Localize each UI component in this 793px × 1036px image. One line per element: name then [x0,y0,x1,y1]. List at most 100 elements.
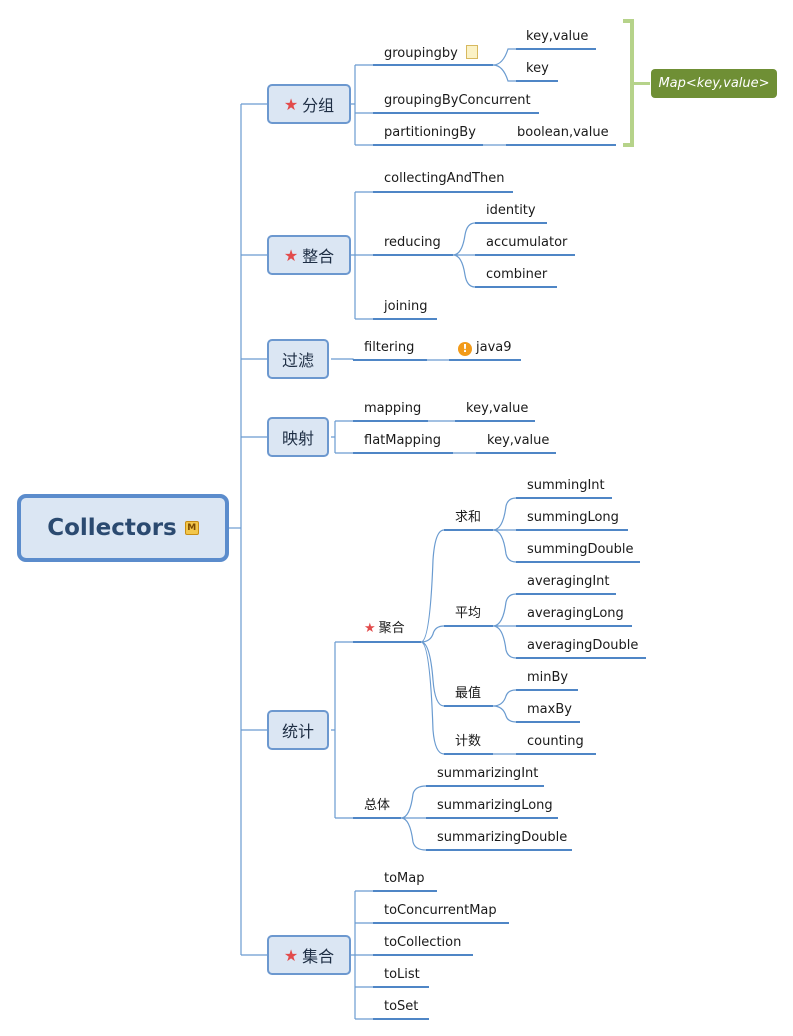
node-key[interactable]: key [526,61,549,76]
node-summarizingDouble[interactable]: summarizingDouble [437,830,568,845]
topic-label: 整合 [302,247,335,266]
root-topic[interactable]: Collectors M [17,494,229,562]
node-label: 聚合 [378,621,405,636]
node-key-value[interactable]: key,value [526,29,589,44]
node-summingDouble[interactable]: summingDouble [527,542,634,557]
topic-map[interactable]: 映射 [267,417,329,457]
node-filtering[interactable]: filtering [364,340,415,355]
underline [373,954,473,956]
topic-stats[interactable]: 统计 [267,710,329,750]
topic-label: 分组 [302,96,335,115]
underline [426,785,544,787]
node-count[interactable]: 计数 [455,734,482,749]
node-summarizingInt[interactable]: summarizingInt [437,766,539,781]
underline [516,721,580,723]
node-sum[interactable]: 求和 [455,510,482,525]
underline [373,112,539,114]
underline [373,922,509,924]
node-identity[interactable]: identity [486,203,536,218]
marker-m-icon: M [184,521,199,535]
topic-label: 映射 [281,429,314,448]
node-toList[interactable]: toList [384,967,420,982]
topic-collection[interactable]: ★ 集合 [267,935,351,975]
star-icon: ★ [364,621,376,636]
underline [516,48,596,50]
summary-map[interactable]: Map<key,value> [651,69,777,98]
underline [516,529,628,531]
node-avg[interactable]: 平均 [455,606,482,621]
star-icon: ★ [283,245,299,265]
underline [516,593,616,595]
underline [475,286,557,288]
underline [506,144,616,146]
underline [444,753,493,755]
underline [516,657,646,659]
underline [444,625,493,627]
node-maxBy[interactable]: maxBy [527,702,572,717]
underline [353,420,428,422]
underline [353,641,421,643]
underline [516,625,632,627]
star-icon: ★ [283,94,299,114]
node-averagingDouble[interactable]: averagingDouble [527,638,639,653]
node-toSet[interactable]: toSet [384,999,419,1014]
topic-label: 统计 [281,722,314,741]
underline [373,1018,429,1020]
underline [353,359,427,361]
node-collectingAndThen[interactable]: collectingAndThen [384,171,505,186]
topic-grouping[interactable]: ★ 分组 [267,84,351,124]
topic-filter[interactable]: 过滤 [267,339,329,379]
node-minBy[interactable]: minBy [527,670,569,685]
node-groupingByConcurrent[interactable]: groupingByConcurrent [384,93,531,108]
underline [373,64,493,66]
node-toMap[interactable]: toMap [384,871,425,886]
node-label: java9 [476,340,512,355]
summary-bracket-tick [634,82,650,85]
underline [516,497,612,499]
underline [373,318,437,320]
star-icon: ★ [283,945,299,965]
node-java9[interactable]: ! java9 [458,340,512,356]
node-overall[interactable]: 总体 [364,798,391,813]
node-mapping-key-value[interactable]: key,value [466,401,529,416]
node-reducing[interactable]: reducing [384,235,441,250]
underline [373,254,453,256]
node-summarizingLong[interactable]: summarizingLong [437,798,553,813]
node-accumulator[interactable]: accumulator [486,235,568,250]
node-groupingby[interactable]: groupingby [384,45,478,62]
node-combiner[interactable]: combiner [486,267,548,282]
underline [516,689,578,691]
node-counting[interactable]: counting [527,734,584,749]
node-summingLong[interactable]: summingLong [527,510,619,525]
underline [373,144,483,146]
node-aggregate[interactable]: ★聚合 [364,621,405,637]
node-flatMapping-key-value[interactable]: key,value [487,433,550,448]
underline [353,817,401,819]
node-partitioningBy[interactable]: partitioningBy [384,125,476,140]
topic-label: 集合 [302,947,335,966]
node-summingInt[interactable]: summingInt [527,478,605,493]
warning-icon: ! [458,342,472,356]
node-extreme[interactable]: 最值 [455,686,482,701]
underline [516,753,596,755]
node-averagingLong[interactable]: averagingLong [527,606,624,621]
underline [475,254,575,256]
underline [373,986,429,988]
note-icon [465,45,478,59]
underline [444,529,493,531]
node-joining[interactable]: joining [384,299,428,314]
underline [476,452,556,454]
node-averagingInt[interactable]: averagingInt [527,574,610,589]
topic-label: 过滤 [281,351,314,370]
node-toConcurrentMap[interactable]: toConcurrentMap [384,903,497,918]
node-flatMapping[interactable]: flatMapping [364,433,442,448]
node-boolean-value[interactable]: boolean,value [517,125,609,140]
node-mapping[interactable]: mapping [364,401,422,416]
underline [373,890,437,892]
node-toCollection[interactable]: toCollection [384,935,462,950]
underline [426,817,558,819]
underline [455,420,535,422]
topic-reducing[interactable]: ★ 整合 [267,235,351,275]
summary-bracket [623,19,634,147]
underline [475,222,547,224]
